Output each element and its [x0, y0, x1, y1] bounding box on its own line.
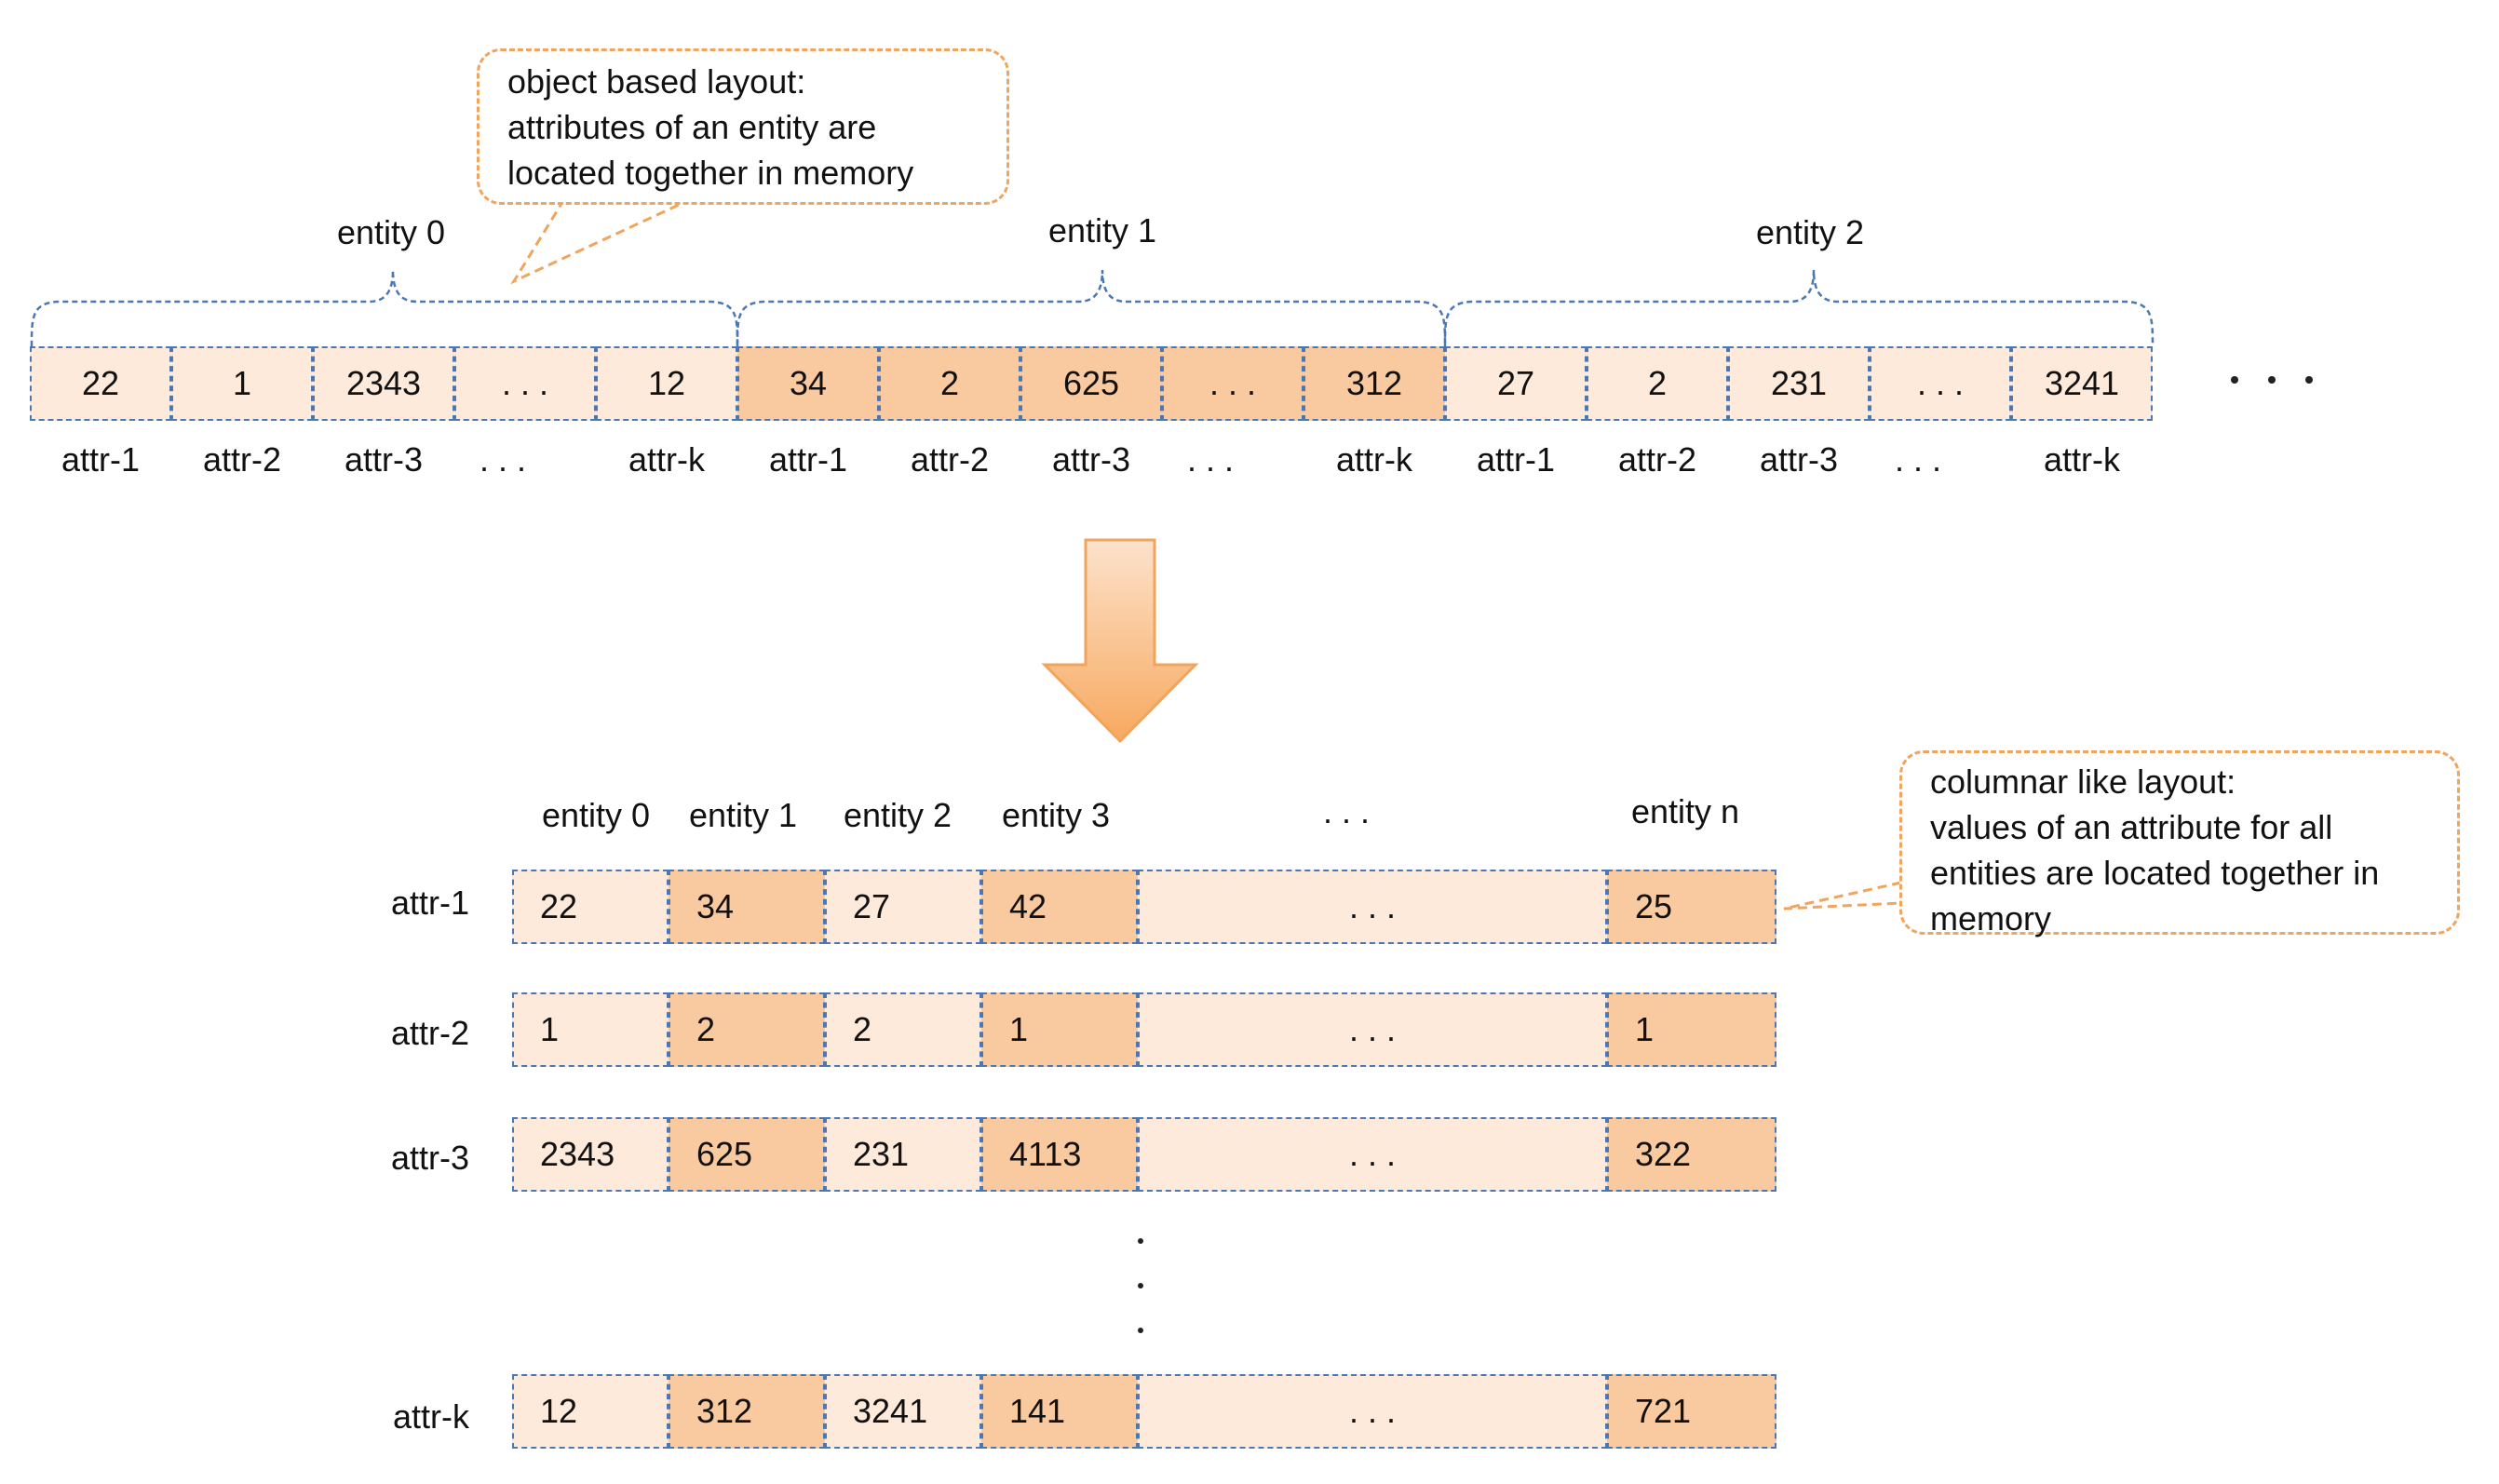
memory-cell: 625: [1020, 346, 1162, 421]
attr-row-label: attr-1: [390, 884, 469, 922]
memory-cell: 12: [596, 346, 737, 421]
column-cell: . . .: [1138, 992, 1607, 1067]
entity-1-brace: [736, 269, 1447, 347]
attr-label: attr-1: [1476, 440, 1556, 479]
transform-arrow-icon: [1041, 538, 1199, 744]
attr-row-label: attr-2: [390, 1014, 469, 1052]
memory-cell: . . .: [1870, 346, 2011, 421]
attr-row-label: attr-k: [392, 1397, 469, 1436]
entity-0-brace: [30, 269, 739, 347]
column-cell: . . .: [1138, 870, 1607, 944]
column-cell: 231: [825, 1117, 981, 1192]
entity-header: entity 2: [844, 796, 952, 834]
column-cell: 3241: [825, 1374, 981, 1449]
vertical-ellipsis-dot: [1138, 1283, 1143, 1288]
callout-line: values of an attribute for all: [1930, 808, 2333, 846]
column-cell: 27: [825, 870, 981, 944]
memory-cell: 312: [1304, 346, 1445, 421]
attr-label: attr-k: [628, 440, 706, 479]
entity-header: . . .: [1322, 792, 1371, 830]
attr-label: attr-2: [202, 440, 282, 479]
memory-cell: 231: [1728, 346, 1870, 421]
entity-header: entity 0: [542, 796, 651, 834]
memory-cell: 2: [879, 346, 1020, 421]
attr-row-label: attr-3: [390, 1139, 469, 1177]
attr-label: . . .: [479, 440, 527, 479]
column-cell: 34: [669, 870, 825, 944]
memory-cell: 3241: [2011, 346, 2153, 421]
attr-label: attr-k: [1335, 440, 1413, 479]
object-callout-pointer: [510, 197, 692, 285]
entity-label: entity 1: [1047, 211, 1157, 250]
attr-label: attr-k: [2043, 440, 2121, 479]
columnar-callout-pointer: [1783, 881, 1902, 911]
attr-label: . . .: [1894, 440, 1942, 479]
entity-header: entity 3: [1002, 796, 1111, 834]
column-cell: 2: [825, 992, 981, 1067]
attr-label: . . .: [1186, 440, 1235, 479]
memory-cell: 22: [30, 346, 171, 421]
continuation-dot: [2268, 376, 2276, 384]
continuation-dot: [2231, 376, 2238, 384]
callout-line: object based layout:: [507, 62, 806, 101]
attr-label: attr-3: [1051, 440, 1131, 479]
memory-cell: 2: [1587, 346, 1728, 421]
column-cell: 1: [981, 992, 1138, 1067]
column-cell: . . .: [1138, 1117, 1607, 1192]
column-cell: 4113: [981, 1117, 1138, 1192]
columnar-layout-callout: columnar like layout: values of an attri…: [1899, 750, 2460, 938]
column-cell: 312: [669, 1374, 825, 1449]
entity-label: entity 2: [1755, 213, 1865, 251]
column-cell: 42: [981, 870, 1138, 944]
callout-line: attributes of an entity are: [507, 108, 877, 146]
callout-line: entities are located together in: [1930, 854, 2380, 892]
memory-cell: 2343: [313, 346, 454, 421]
vertical-ellipsis-dot: [1138, 1238, 1143, 1244]
column-cell: 12: [512, 1374, 669, 1449]
column-cell: 22: [512, 870, 669, 944]
column-cell: 141: [981, 1374, 1138, 1449]
memory-cell: . . .: [454, 346, 596, 421]
memory-cell: 34: [737, 346, 879, 421]
attr-label: attr-2: [1617, 440, 1697, 479]
object-layout-callout: object based layout: attributes of an en…: [477, 48, 1009, 205]
memory-cell: . . .: [1162, 346, 1304, 421]
entity-header: entity 1: [689, 796, 798, 834]
vertical-ellipsis-dot: [1138, 1328, 1143, 1333]
memory-cell: 1: [171, 346, 313, 421]
entity-label: entity 0: [336, 213, 446, 251]
column-cell: 322: [1607, 1117, 1776, 1192]
callout-line: columnar like layout:: [1930, 762, 2236, 801]
memory-cell: 27: [1445, 346, 1587, 421]
column-cell: 1: [512, 992, 669, 1067]
column-cell: 1: [1607, 992, 1776, 1067]
column-cell: 625: [669, 1117, 825, 1192]
callout-line: memory: [1930, 899, 2052, 938]
column-cell: 2: [669, 992, 825, 1067]
column-cell: 721: [1607, 1374, 1776, 1449]
column-cell: 2343: [512, 1117, 669, 1192]
entity-header: entity n: [1631, 792, 1740, 830]
attr-label: attr-2: [910, 440, 990, 479]
attr-label: attr-3: [1759, 440, 1839, 479]
entity-2-brace: [1443, 269, 2155, 347]
attr-label: attr-3: [344, 440, 424, 479]
column-cell: 25: [1607, 870, 1776, 944]
attr-label: attr-1: [768, 440, 848, 479]
callout-line: located together in memory: [507, 154, 914, 192]
continuation-dot: [2305, 376, 2313, 384]
column-cell: . . .: [1138, 1374, 1607, 1449]
attr-label: attr-1: [61, 440, 141, 479]
